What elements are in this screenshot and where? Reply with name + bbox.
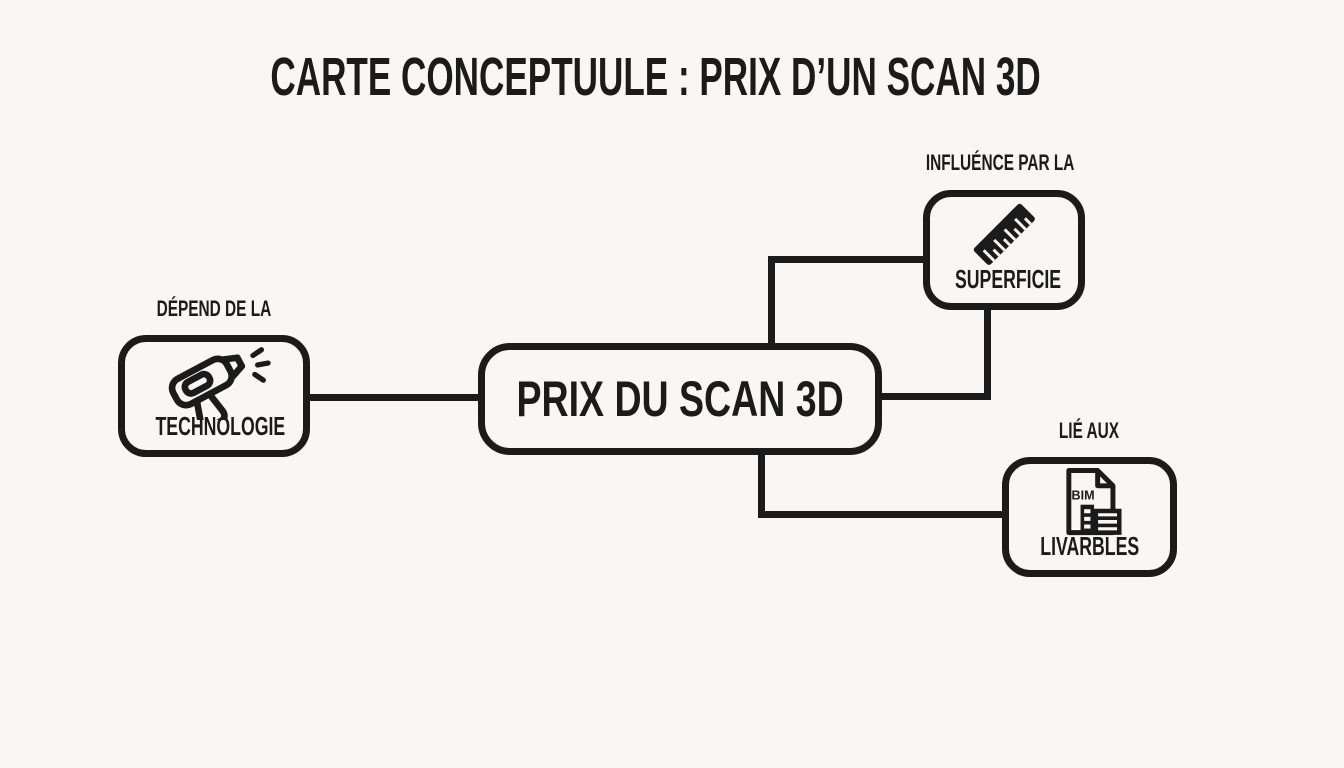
- relation-label-livrables: LIÉ AUX: [939, 420, 1239, 443]
- relation-label-technologie-text: DÉPEND DE LA: [156, 296, 272, 321]
- node-superficie: SUPERFICIE: [923, 190, 1085, 310]
- node-technologie-label-text: TECHNOLOGIE: [155, 411, 286, 441]
- node-prix-scan-3d-label: PRIX DU SCAN 3D: [516, 371, 844, 427]
- node-superficie-label-text: SUPERFICIE: [954, 264, 1062, 294]
- node-technologie-label: TECHNOLOGIE: [125, 413, 303, 440]
- relation-label-superficie: INFLUÉNCE PAR LA: [850, 152, 1150, 175]
- node-superficie-label: SUPERFICIE: [930, 266, 1078, 293]
- node-livrables-label: LIVARBLES: [1009, 533, 1170, 560]
- relation-label-technologie: DÉPEND DE LA: [64, 298, 364, 321]
- connector-superficie-center-horizontal: [880, 393, 991, 400]
- bim-document-icon: BIM: [1009, 466, 1170, 538]
- ruler-icon: [930, 197, 1078, 271]
- node-livrables: BIM LIVARBLES: [1002, 457, 1177, 577]
- connector-center-superficie-horizontal: [768, 256, 926, 263]
- node-technologie: TECHNOLOGIE: [118, 335, 310, 457]
- page-title: CARTE CONCEPTUULE : PRIX D’UN SCAN 3D: [0, 50, 1312, 104]
- bim-icon-text: BIM: [1071, 488, 1094, 502]
- connector-center-livrables-vertical: [758, 452, 765, 518]
- relation-label-livrables-text: LIÉ AUX: [1058, 418, 1120, 443]
- connector-center-livrables-horizontal: [758, 511, 1006, 518]
- relation-label-superficie-text: INFLUÉNCE PAR LA: [925, 150, 1075, 175]
- page-title-text: CARTE CONCEPTUULE : PRIX D’UN SCAN 3D: [270, 47, 1042, 107]
- scanner-gun-icon: [125, 346, 303, 420]
- connector-technologie-center: [308, 394, 480, 401]
- node-prix-scan-3d: PRIX DU SCAN 3D: [478, 343, 882, 455]
- connector-superficie-center-vertical: [984, 308, 991, 400]
- node-livrables-label-text: LIVARBLES: [1040, 531, 1139, 561]
- connector-center-superficie-vertical: [768, 256, 775, 348]
